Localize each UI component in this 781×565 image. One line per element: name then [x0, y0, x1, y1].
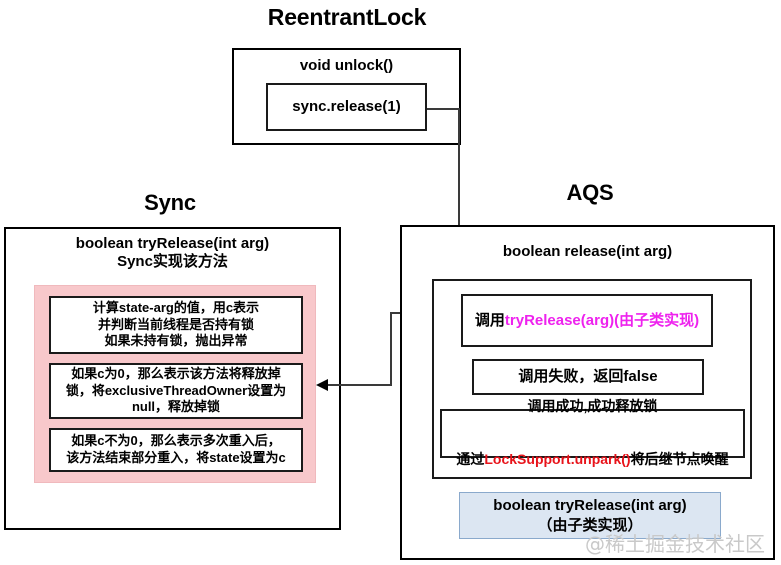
sync-step-2: 如果c为0，那么表示该方法将释放掉 锁，将exclusiveThreadOwne…	[49, 363, 303, 419]
sync-panel: boolean tryRelease(int arg) Sync实现该方法 计算…	[4, 227, 341, 530]
aqs-section-title: AQS	[566, 180, 614, 205]
aqs-step-call-success-prefix: 通过	[456, 451, 485, 468]
connector-tryrelease-to-sync-vertical	[390, 312, 392, 386]
unlock-method-label: void unlock()	[299, 57, 394, 74]
connector-unlock-to-release-horizontal	[427, 108, 459, 110]
aqs-step-call-failed: 调用失败，返回false	[472, 359, 704, 395]
watermark: @稀土掘金技术社区	[585, 532, 765, 556]
sync-release-call-box: sync.release(1)	[266, 83, 427, 131]
aqs-step-call-tryrelease-prefix: 调用	[474, 311, 505, 329]
connector-tryrelease-to-sync-bottom	[328, 384, 391, 386]
sync-steps-panel: 计算state-arg的值，用c表示 并判断当前线程是否持有锁 如果未持有锁，抛…	[34, 285, 316, 483]
aqs-step-call-tryrelease-highlight: tryRelease(arg)(由子类实现)	[504, 311, 700, 329]
aqs-release-label: boolean release(int arg)	[502, 243, 673, 260]
aqs-step-call-success-suffix: 将后继节点唤醒	[630, 451, 729, 468]
reentrantlock-unlock-box: void unlock() sync.release(1)	[232, 48, 461, 145]
sync-step-3: 如果c不为0，那么表示多次重入后， 该方法结束部分重入，将state设置为c	[49, 428, 303, 472]
aqs-step-call-success-line1: 调用成功,成功释放锁	[527, 397, 658, 414]
aqs-abstract-tryrelease-box: boolean tryRelease(int arg) （由子类实现）	[459, 492, 721, 539]
arrow-left-icon	[316, 379, 328, 391]
page-title: ReentrantLock	[267, 4, 427, 30]
aqs-step-call-success-highlight: LockSupport.unpark()	[484, 451, 631, 468]
connector-unlock-to-release-vertical	[458, 108, 460, 271]
sync-tryrelease-label: boolean tryRelease(int arg) Sync实现该方法	[75, 235, 270, 270]
sync-section-title: Sync	[144, 190, 196, 215]
aqs-step-call-success: 调用成功,成功释放锁 通过LockSupport.unpark()将后继节点唤醒	[440, 398, 745, 467]
sync-step-1: 计算state-arg的值，用c表示 并判断当前线程是否持有锁 如果未持有锁，抛…	[49, 296, 303, 354]
